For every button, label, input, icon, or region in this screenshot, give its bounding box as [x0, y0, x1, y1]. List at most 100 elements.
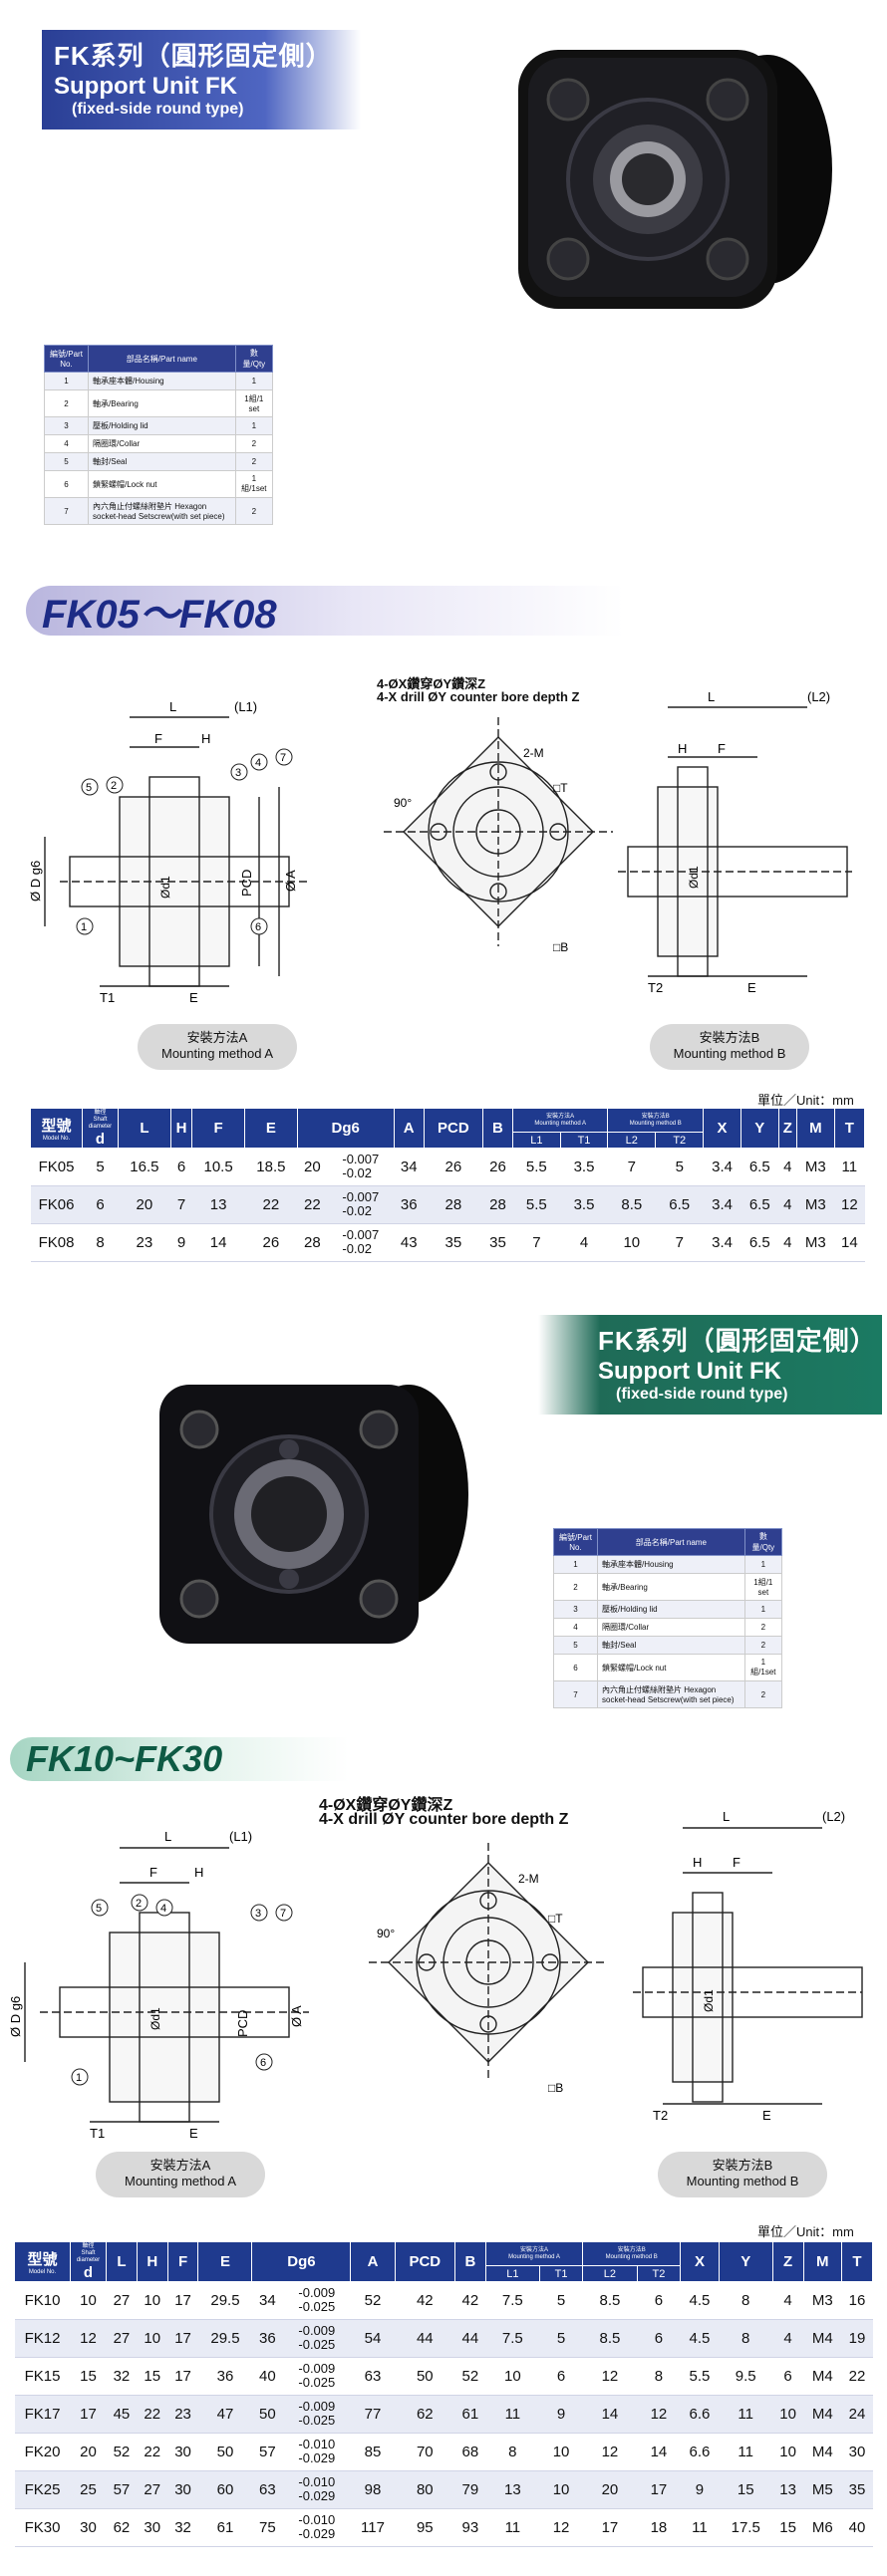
parts-header: 數量/Qty	[234, 345, 274, 373]
spec-cell: 70	[395, 2433, 455, 2471]
dim-B: □B	[553, 940, 568, 954]
spec-cell: 32	[106, 2357, 138, 2396]
spec-cell-tolerance: -0.010-0.029	[282, 2433, 351, 2471]
spec-cell: 14	[834, 1223, 865, 1262]
section2-title-en: Support Unit FK	[598, 1358, 781, 1385]
dim-L: L	[169, 699, 176, 714]
spec-cell: M4	[803, 2319, 842, 2358]
spec-cell: 26	[244, 1223, 298, 1262]
spec-cell: 6	[637, 2281, 681, 2320]
series-banner-fk05-fk08: FK05～FK08	[26, 586, 624, 637]
spec-cell: 7	[512, 1223, 561, 1262]
spec-cell: 15	[719, 2470, 773, 2509]
spec-cell: 8	[719, 2319, 773, 2358]
dim-E: E	[189, 990, 198, 1005]
spec-cell: 16.5	[118, 1148, 171, 1186]
spec-cell: 32	[167, 2508, 198, 2547]
dim-PCD: PCD	[239, 870, 254, 897]
spec-cell: 5.5	[512, 1185, 561, 1224]
spec-cell: 50	[251, 2395, 283, 2434]
spec-cell: 6.5	[655, 1185, 704, 1224]
spec-cell: 34	[394, 1148, 425, 1186]
spec-cell: 13	[485, 2470, 540, 2509]
spec-cell-model: FK20	[14, 2433, 71, 2471]
spec-cell: 9	[170, 1223, 192, 1262]
spec-cell: 17.5	[719, 2508, 773, 2547]
spec-cell: 117	[350, 2508, 396, 2547]
spec-cell: 6.5	[740, 1223, 779, 1262]
spec-cell: 10	[70, 2281, 107, 2320]
spec-cell: 35	[424, 1223, 483, 1262]
drawing-method-a-2: L (L1) F H E T1 PCD Ø A Ø D g6 Ød1 5 2 4…	[10, 1829, 309, 2141]
spec-cell: 4	[778, 1223, 797, 1262]
spec-cell: 42	[395, 2281, 455, 2320]
spec-cell: 52	[350, 2281, 396, 2320]
spec-cell: 10.5	[191, 1148, 245, 1186]
spec-cell: 62	[395, 2395, 455, 2434]
spec-cell-tolerance: -0.009-0.025	[282, 2395, 351, 2434]
spec-cell-model: FK06	[30, 1185, 83, 1224]
spec-cell: 75	[251, 2508, 283, 2547]
spec-cell: 9.5	[719, 2357, 773, 2396]
spec-cell-tolerance: -0.010-0.029	[282, 2470, 351, 2509]
spec-cell: 13	[772, 2470, 804, 2509]
dim-T1-2: T1	[90, 2126, 105, 2141]
drawing-method-b-2: L (L2) H F E T2 Ød1	[633, 1809, 863, 2122]
spec-cell: 40	[251, 2357, 283, 2396]
angle-90: 90°	[394, 796, 412, 810]
spec-cell-model: FK30	[14, 2508, 71, 2547]
spec-cell: 57	[251, 2433, 283, 2471]
dim-L-b2: L	[723, 1809, 730, 1824]
callout-4: 4	[255, 757, 261, 769]
dim-F-2: F	[149, 1865, 157, 1880]
spec-cell: 7	[655, 1223, 704, 1262]
drawing-front-view-1: 90° 2-M □T □B	[384, 717, 613, 954]
spec-cell: 6	[82, 1185, 119, 1224]
spec-cell: 6.6	[680, 2433, 720, 2471]
spec-cell: 8	[637, 2357, 681, 2396]
spec-cell: 10	[772, 2433, 804, 2471]
dim-H-2: H	[194, 1865, 203, 1880]
spec-cell: 26	[482, 1148, 513, 1186]
spec-cell: M3	[796, 1185, 835, 1224]
callout-1: 1	[81, 921, 87, 933]
spec-cell: 12	[70, 2319, 107, 2358]
dim-d1-b2: Ød1	[702, 1989, 716, 2012]
spec-cell: 10	[539, 2433, 583, 2471]
spec-cell: 6.6	[680, 2395, 720, 2434]
spec-cell: 6.5	[740, 1148, 779, 1186]
spec-cell: 4.5	[680, 2281, 720, 2320]
dim-T2-2: T2	[653, 2108, 668, 2122]
spec-cell: 12	[582, 2433, 638, 2471]
callout-4: 4	[160, 1903, 166, 1915]
spec-cell-tolerance: -0.009-0.025	[282, 2319, 351, 2358]
spec-cell: 93	[454, 2508, 486, 2547]
product-image-fk-round	[518, 50, 832, 309]
spec-cell: 20	[70, 2433, 107, 2471]
spec-cell: 10	[137, 2281, 168, 2320]
unit-label-2: 單位／Unit：mm	[757, 2224, 854, 2239]
dim-L2-2: (L2)	[822, 1809, 845, 1824]
section2-title-cn: FK系列（圓形固定側）	[598, 1326, 877, 1356]
section1-title-en: Support Unit FK	[54, 73, 237, 100]
callout-2: 2	[136, 1898, 142, 1910]
spec-cell: 22	[841, 2357, 873, 2396]
section1-title-cn: FK系列（圓形固定側）	[54, 41, 333, 71]
section2-title-sub: (fixed-side round type)	[616, 1386, 788, 1403]
spec-cell: 50	[395, 2357, 455, 2396]
spec-cell: 12	[834, 1185, 865, 1224]
spec-cell: 57	[106, 2470, 138, 2509]
spec-cell: 6	[772, 2357, 804, 2396]
angle-90-2: 90°	[377, 1927, 395, 1940]
spec-cell: 23	[118, 1223, 171, 1262]
